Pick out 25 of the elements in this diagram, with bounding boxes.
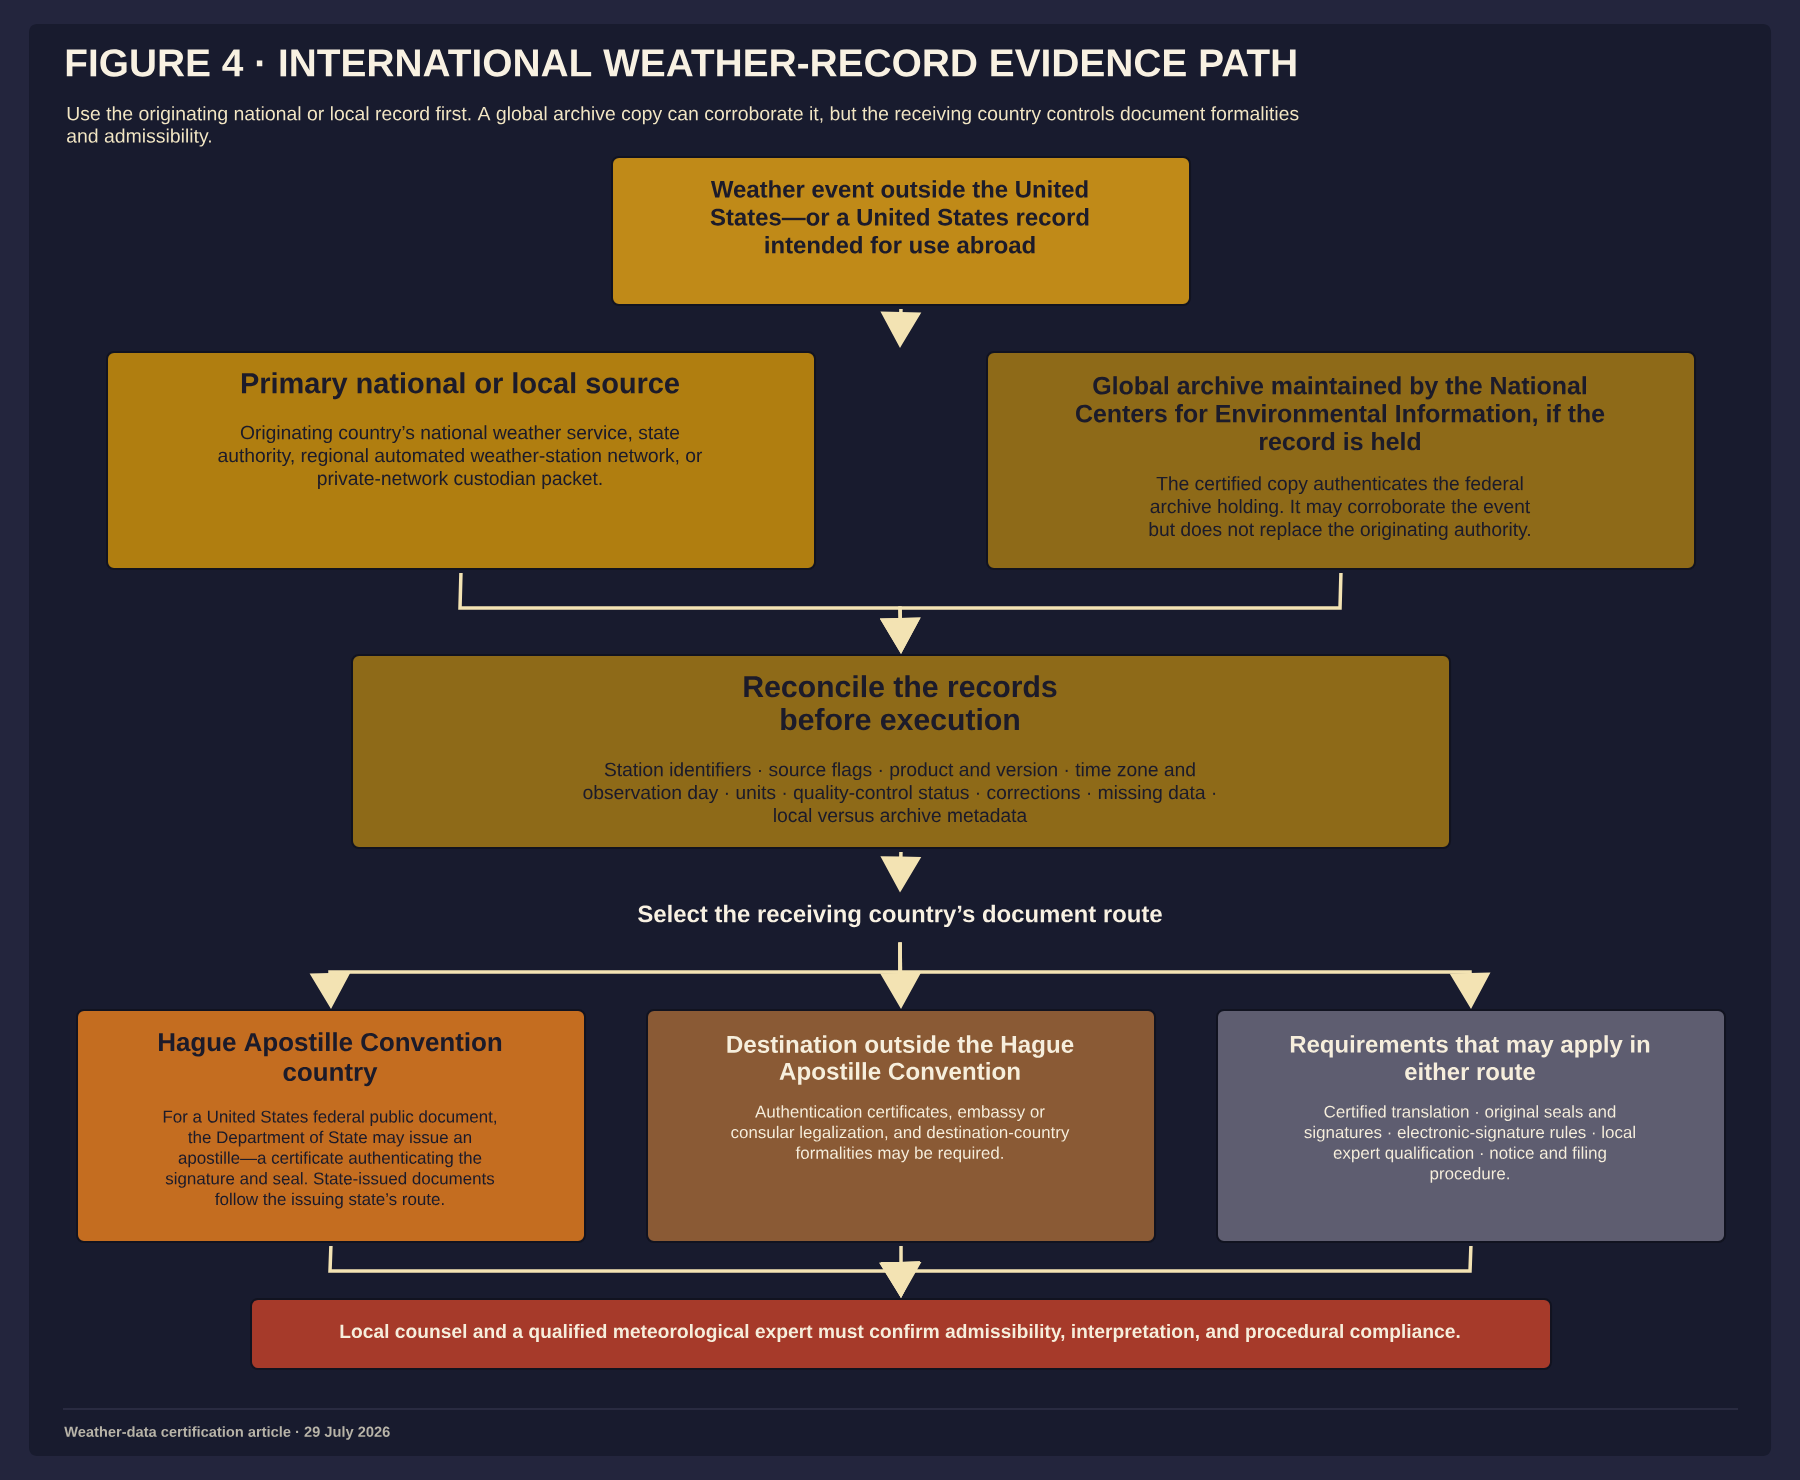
start-box xyxy=(611,156,1191,306)
box-heading: Hague Apostille Convention country xyxy=(159,1032,502,1087)
box-text: Certified translation · original seals and signatures · electronic-signature rules · local expert qualification · notice and filing procedure. xyxy=(1304,1105,1635,1183)
figure-title: FIGURE 4 · INTERNATIONAL WEATHER-RECORD EVIDENCE PATH xyxy=(66,49,1296,77)
box-heading: Weather event outside the United States—or a United States record intended for use abroad xyxy=(710,180,1089,254)
route-box xyxy=(646,1009,1156,1243)
source-box xyxy=(106,351,816,570)
box-heading: Destination outside the Hague Apostille Convention xyxy=(727,1035,1074,1085)
footer-text: Weather-data certification article · 29 July 2026 xyxy=(64,1426,390,1440)
route-box xyxy=(76,1009,586,1243)
box-text: Authentication certificates, embassy or consular legalization, and destination-country formalities may be required. xyxy=(731,1105,1070,1163)
box-heading: Requirements that may apply in either route xyxy=(1290,1035,1650,1081)
step-label: Select the receiving country’s document route xyxy=(638,904,1162,928)
box-text: Originating country’s national weather service, state authority, regional automated weather-station network, or private-network custodian packet. xyxy=(218,425,703,489)
outcome-box xyxy=(250,1298,1553,1370)
process-box xyxy=(351,654,1452,849)
box-heading: Global archive maintained by the National Centers for Environmental Information, if the record is held xyxy=(1076,376,1605,451)
box-heading: Reconcile the records before execution xyxy=(744,675,1057,731)
box-text: Local counsel and a qualified meteorological expert must confirm admissibility, interpretation, and procedural compliance. xyxy=(340,1324,1460,1342)
box-text: For a United States federal public document, the Department of State may issue an apostille—a certificate authenticating the signature and seal. State-issued documents follow the issuing state’s route. xyxy=(163,1110,496,1209)
box-heading: Primary national or local source xyxy=(241,372,679,400)
route-box xyxy=(1216,1009,1726,1243)
box-text: The certified copy authenticates the federal archive holding. It may corroborate the event but does not replace the originating authority. xyxy=(1149,476,1531,540)
source-box xyxy=(986,351,1696,570)
box-text: Station identifiers · source flags · product and version · time zone and observation day · units · quality-control status · corrections · missing data · local versus archive metadata xyxy=(583,762,1216,823)
